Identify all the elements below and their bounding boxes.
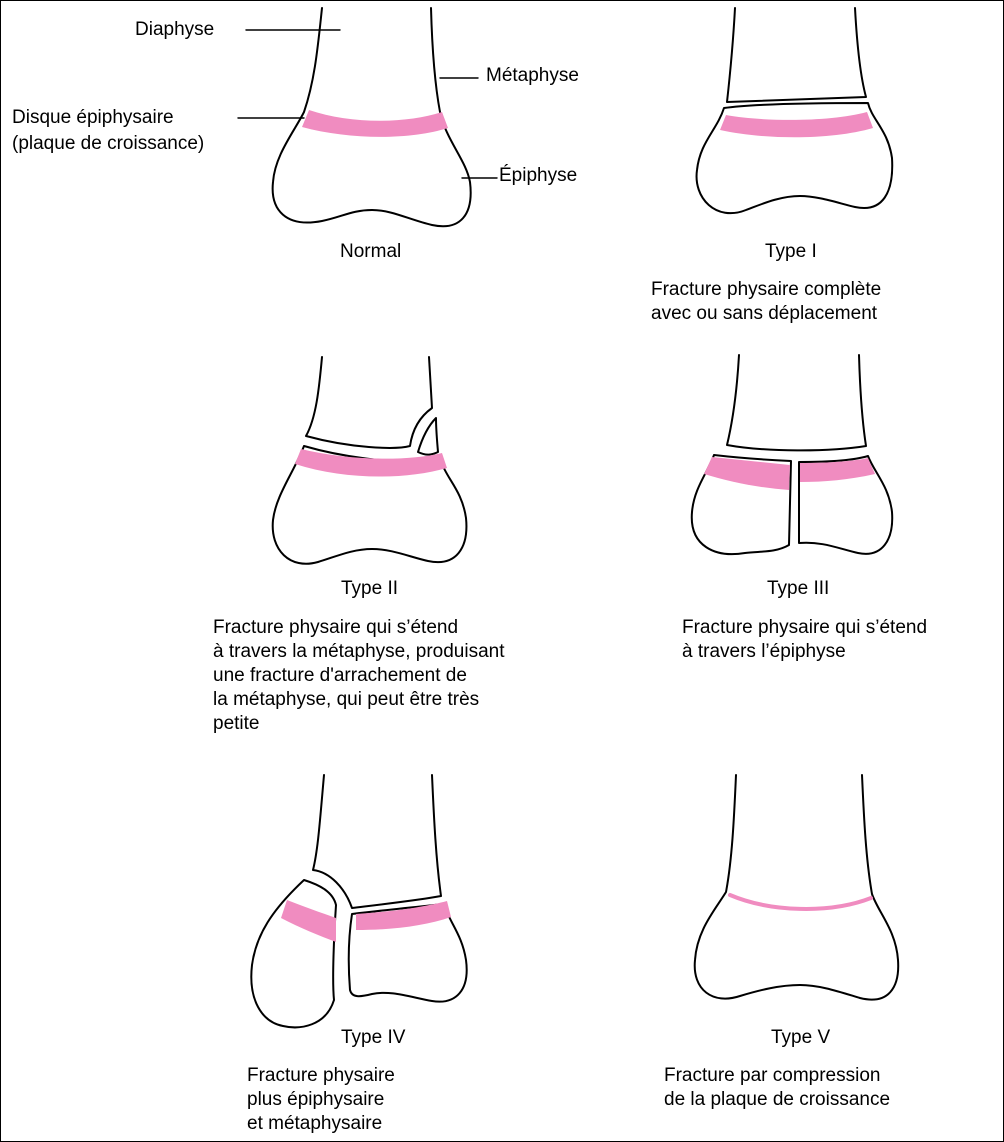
growth-plate-type-5 xyxy=(730,895,871,909)
bone-type-3-shaft xyxy=(727,355,866,450)
desc-line: Fracture physaire xyxy=(247,1064,395,1088)
caption-type-1: Type I xyxy=(765,240,817,264)
bone-type-5-outline xyxy=(695,775,898,1000)
caption-type-4: Type IV xyxy=(341,1026,405,1050)
desc-line: Fracture physaire qui s’étend xyxy=(213,616,505,640)
growth-plate-type-4-left xyxy=(281,900,336,942)
bone-normal xyxy=(238,8,497,226)
desc-line: Fracture par compression xyxy=(664,1064,890,1088)
desc-type-5: Fracture par compression de la plaque de… xyxy=(664,1064,890,1112)
label-disque: Disque épiphysaire xyxy=(12,106,174,130)
desc-type-3: Fracture physaire qui s’étend à travers … xyxy=(682,616,927,664)
desc-line: de la plaque de croissance xyxy=(664,1088,890,1112)
bone-type-1-shaft xyxy=(727,8,866,102)
bone-type-3 xyxy=(692,355,892,554)
bone-type-1 xyxy=(697,8,893,213)
label-metaphyse: Métaphyse xyxy=(486,64,579,88)
desc-line: plus épiphysaire xyxy=(247,1088,395,1112)
caption-type-2: Type II xyxy=(341,577,398,601)
growth-plate-type-3-left xyxy=(704,457,790,490)
label-epiphyse: Épiphyse xyxy=(499,164,577,188)
desc-line: Fracture physaire complète xyxy=(651,278,881,302)
desc-line: la métaphyse, qui peut être très xyxy=(213,688,505,712)
bone-type-2-shaft xyxy=(306,357,432,448)
desc-type-2: Fracture physaire qui s’étend à travers … xyxy=(213,616,505,736)
desc-line: petite xyxy=(213,712,505,736)
bone-type-5 xyxy=(695,775,898,1000)
desc-line: et métaphysaire xyxy=(247,1112,395,1136)
growth-plate-type-1 xyxy=(720,112,873,137)
desc-type-4: Fracture physaire plus épiphysaire et mé… xyxy=(247,1064,395,1136)
desc-line: une fracture d'arrachement de xyxy=(213,664,505,688)
bone-type-4 xyxy=(251,775,466,1027)
bone-type-2-fragment xyxy=(418,418,438,455)
desc-line: avec ou sans déplacement xyxy=(651,302,881,326)
bone-type-4-left-fragment xyxy=(251,880,336,1027)
caption-type-5: Type V xyxy=(771,1026,830,1050)
desc-line: à travers l’épiphyse xyxy=(682,640,927,664)
label-diaphyse: Diaphyse xyxy=(135,18,214,42)
caption-normal: Normal xyxy=(340,240,401,264)
desc-type-1: Fracture physaire complète avec ou sans … xyxy=(651,278,881,326)
caption-type-3: Type III xyxy=(767,577,829,601)
label-plaque: (plaque de croissance) xyxy=(12,132,204,156)
desc-line: à travers la métaphyse, produisant xyxy=(213,640,505,664)
bone-type-2 xyxy=(273,357,467,564)
bone-type-4-shaft xyxy=(313,775,441,908)
growth-plate-normal xyxy=(302,110,448,137)
desc-line: Fracture physaire qui s’étend xyxy=(682,616,927,640)
